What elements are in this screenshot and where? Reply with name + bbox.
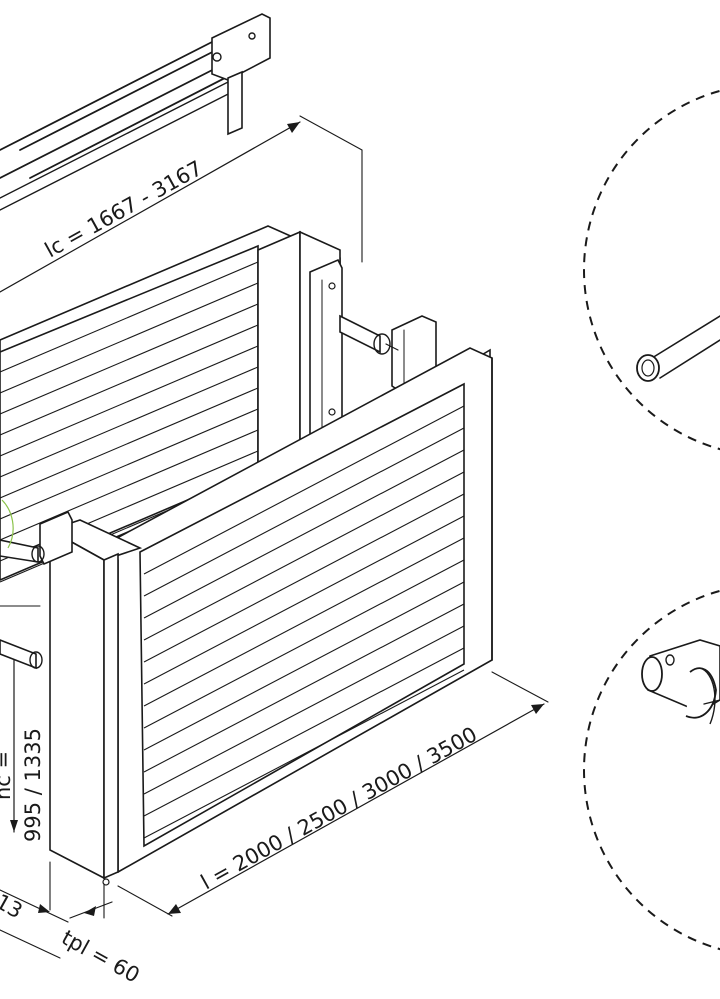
front-panel [103,347,493,873]
front-slat [143,581,465,751]
front-slat [143,669,465,839]
connector-lower [0,499,45,670]
back-slat [0,387,259,499]
back-slat [0,261,259,373]
front-slat [143,537,465,707]
edge-fragment-label: 13 [0,889,27,923]
front-slat [143,493,465,663]
detail-circle-lower [583,589,720,951]
back-slat [0,408,259,520]
dimension-tpl: tpl = 60 13 [0,861,144,988]
front-slat [143,449,465,619]
front-slat [143,603,465,773]
dimension-height: 995 / 1335 hc = [0,659,45,842]
front-slat [143,471,465,641]
back-slat [0,429,259,541]
back-slat [0,366,259,478]
back-slat [0,303,259,415]
connector-upper [339,314,399,355]
front-slat [143,647,465,817]
lc-label: lc = 1667 - 3167 [41,156,207,262]
front-post [39,510,143,886]
rear-post [257,230,343,472]
back-slat [0,345,259,457]
front-slat [143,427,465,597]
height-label: 995 / 1335 [21,728,45,842]
back-slat [0,324,259,436]
front-slat [143,559,465,729]
detail-circle-upper [583,89,720,451]
front-slat [143,515,465,685]
front-slat [143,405,465,575]
front-slat [143,625,465,795]
back-slat [0,282,259,394]
hc-label: hc = [0,751,15,800]
tpl-label: tpl = 60 [58,925,144,987]
top-rail [0,13,271,211]
